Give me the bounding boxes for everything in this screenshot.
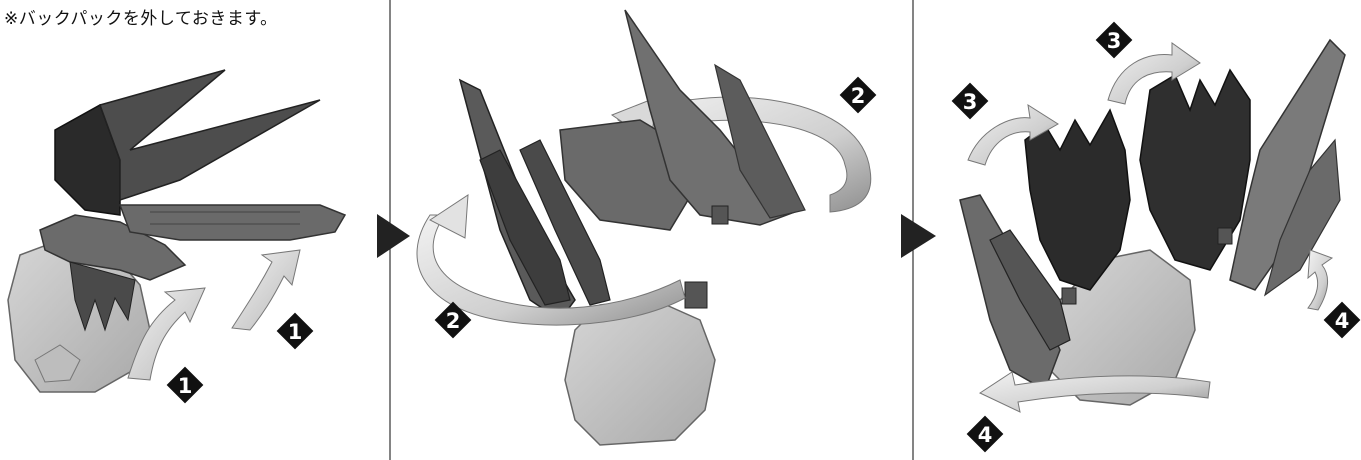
wing-dark-cluster-right [1140, 70, 1250, 270]
svg-text:4: 4 [978, 423, 993, 447]
svg-text:1: 1 [288, 320, 303, 344]
panel-2-figure [417, 10, 871, 445]
step-marker-1b: 1 [277, 313, 314, 350]
svg-text:3: 3 [963, 90, 978, 114]
next-step-triangle-icon-2 [901, 214, 936, 258]
panel-3-figure [960, 40, 1345, 412]
svg-text:2: 2 [851, 84, 866, 108]
step-marker-2a: 2 [840, 77, 877, 114]
next-step-triangle-icon-1 [377, 214, 410, 258]
svg-text:4: 4 [1335, 309, 1350, 333]
step-marker-4a: 4 [967, 416, 1004, 453]
step-marker-3a: 3 [952, 83, 989, 120]
wing-long-part [120, 205, 345, 240]
svg-text:2: 2 [446, 309, 461, 333]
svg-text:3: 3 [1107, 29, 1122, 53]
svg-text:1: 1 [178, 374, 193, 398]
step-marker-1a: 1 [167, 367, 204, 404]
rotate-arrow-icon-4b [1308, 250, 1332, 310]
step-marker-4b: 4 [1324, 302, 1361, 339]
rotate-arrow-icon-4a [980, 372, 1210, 412]
step-marker-3b: 3 [1096, 22, 1133, 59]
